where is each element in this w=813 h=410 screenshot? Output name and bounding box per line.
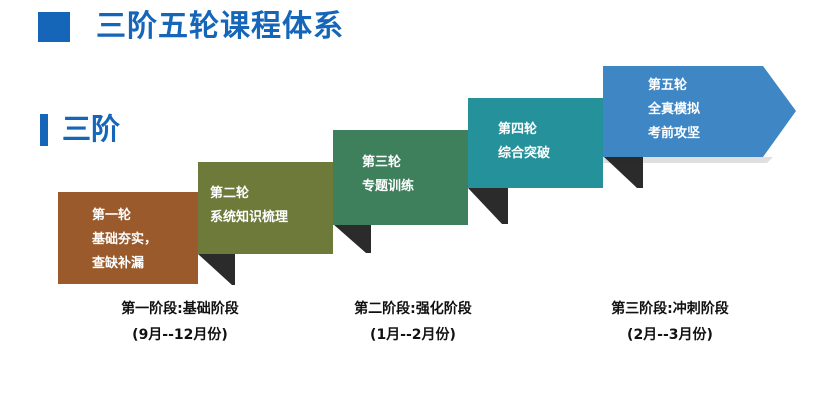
round-3-desc-1: 专题训练 xyxy=(362,179,415,194)
round-5-shadow xyxy=(603,157,773,163)
round-5-block xyxy=(603,66,796,157)
subtitle-bar-icon xyxy=(40,114,48,146)
round-4-name: 第四轮 xyxy=(498,122,538,137)
stage-2-name: 第二阶段:强化阶段 xyxy=(354,301,472,317)
section-title: 三阶 xyxy=(62,112,121,146)
round-1-block xyxy=(58,192,198,284)
round-4-shadow xyxy=(603,156,643,188)
round-5-desc-1: 全真模拟 xyxy=(648,102,701,117)
round-4-text: 第四轮 综合突破 xyxy=(498,118,550,166)
stage-3-label: 第三阶段:冲刺阶段 (2月--3月份) xyxy=(570,296,770,348)
round-1-shadow xyxy=(198,254,235,285)
round-1-name: 第一轮 xyxy=(92,208,132,223)
round-3-shadow xyxy=(468,188,508,224)
stage-2-label: 第二阶段:强化阶段 (1月--2月份) xyxy=(313,296,513,348)
round-5-name: 第五轮 xyxy=(648,78,688,93)
round-4-block xyxy=(468,98,603,188)
round-2-desc-1: 系统知识梳理 xyxy=(210,210,289,225)
round-2-block xyxy=(198,162,333,254)
round-5-text: 第五轮 全真模拟 考前攻坚 xyxy=(648,74,700,146)
round-2-shadow xyxy=(333,224,371,253)
round-3-name: 第三轮 xyxy=(362,155,402,170)
round-2-text: 第二轮 系统知识梳理 xyxy=(210,182,288,230)
page-title: 三阶五轮课程体系 xyxy=(96,9,344,44)
round-1-desc-1: 基础夯实， xyxy=(92,232,158,247)
stage-1-period: (9月--12月份) xyxy=(132,327,228,343)
round-2-name: 第二轮 xyxy=(210,186,250,201)
stage-3-name: 第三阶段:冲刺阶段 xyxy=(611,301,729,317)
round-3-block xyxy=(333,130,468,225)
stage-2-period: (1月--2月份) xyxy=(370,327,456,343)
stage-1-name: 第一阶段:基础阶段 xyxy=(121,301,239,317)
title-square-icon xyxy=(38,12,70,42)
round-5-desc-2: 考前攻坚 xyxy=(648,126,701,141)
stage-1-label: 第一阶段:基础阶段 (9月--12月份) xyxy=(80,296,280,348)
round-1-text: 第一轮 基础夯实， 查缺补漏 xyxy=(92,204,157,276)
stage-3-period: (2月--3月份) xyxy=(627,327,713,343)
round-1-desc-2: 查缺补漏 xyxy=(92,256,145,271)
round-3-text: 第三轮 专题训练 xyxy=(362,151,414,199)
round-4-desc-1: 综合突破 xyxy=(498,146,551,161)
